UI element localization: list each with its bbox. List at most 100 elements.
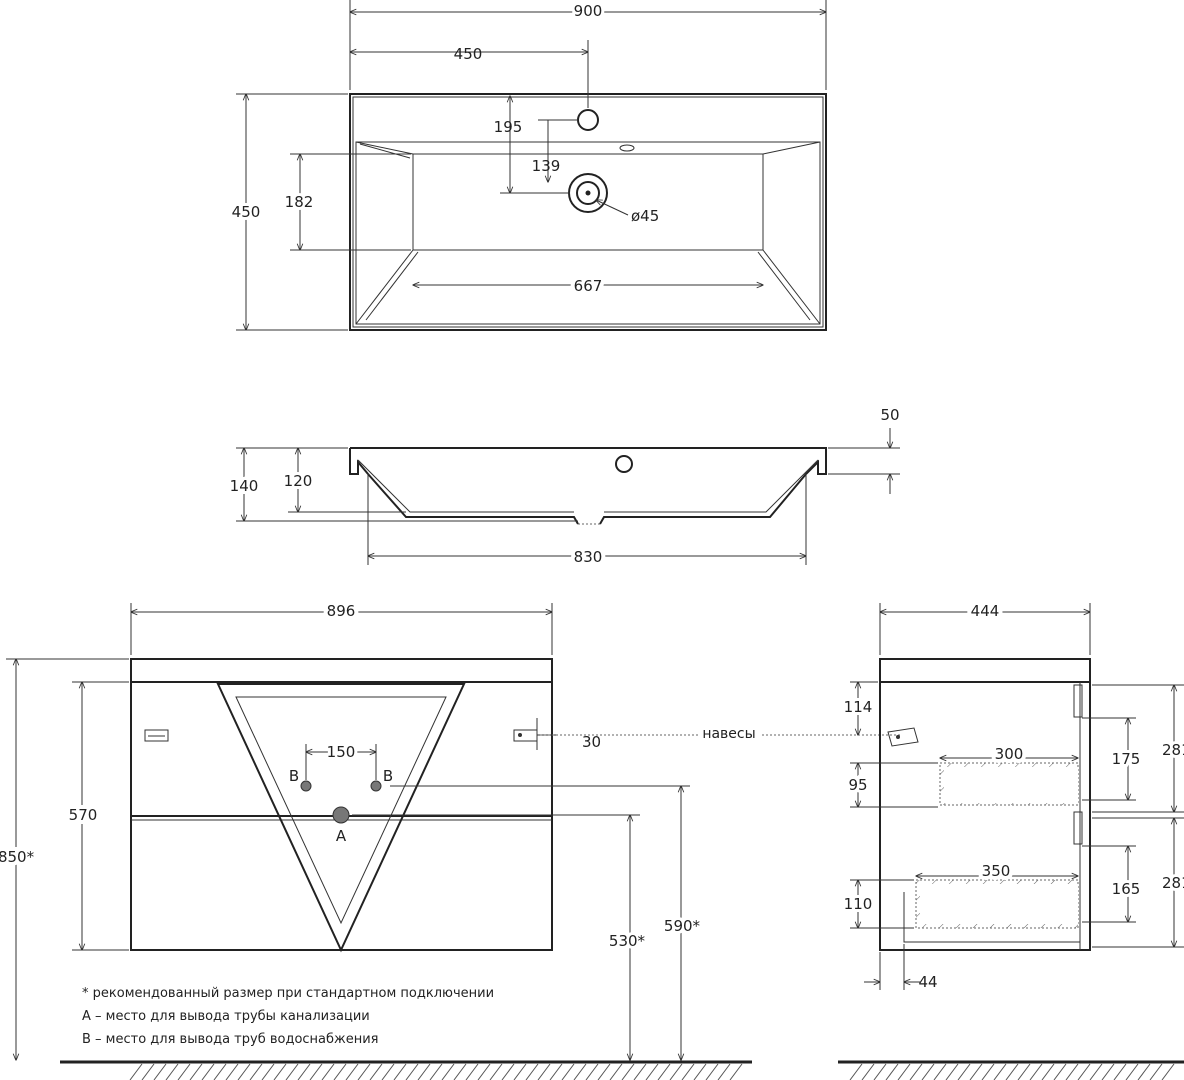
tap-hole bbox=[577, 109, 599, 131]
floor-hatch-line bbox=[249, 1063, 263, 1080]
dim-side-depth: 444 bbox=[971, 602, 1000, 620]
floor-hatch-line bbox=[681, 1063, 695, 1080]
water-outlet-left bbox=[300, 780, 312, 792]
floor-hatch-line bbox=[513, 1063, 527, 1080]
floor-hatch-line bbox=[453, 1063, 467, 1080]
front-v-cutout bbox=[216, 683, 466, 953]
dim-front-height-top: 281 bbox=[1162, 741, 1184, 759]
floor-hatch-line bbox=[549, 1063, 563, 1080]
floor-line-right bbox=[838, 1060, 1184, 1080]
floor-hatch-line bbox=[1053, 1063, 1067, 1080]
floor-hatch-line bbox=[849, 1063, 863, 1080]
drain-hole bbox=[568, 173, 629, 216]
dim-top-offset: 114 bbox=[844, 698, 873, 716]
floor-hatch-line bbox=[465, 1063, 479, 1080]
floor-hatch-line bbox=[261, 1063, 275, 1080]
floor-hatch-line bbox=[585, 1063, 599, 1080]
floor-hatch-line bbox=[129, 1063, 143, 1080]
floor-hatch-line bbox=[1161, 1063, 1175, 1080]
front-countertop bbox=[130, 658, 553, 683]
side-view: 444 114 300 95 175 281 350 110 165 281 4… bbox=[841, 598, 1184, 991]
front-view: 896 570 850* 30 150 B B A 530* 590* bbox=[0, 598, 704, 1060]
floor-hatch-line bbox=[885, 1063, 899, 1080]
floor-hatch-line bbox=[1029, 1063, 1043, 1080]
notes: * рекомендованный размер при стандартном… bbox=[82, 986, 494, 1047]
label-water-left: B bbox=[289, 767, 299, 785]
floor-hatch-line bbox=[201, 1063, 215, 1080]
floor-hatch-line bbox=[501, 1063, 515, 1080]
floor-hatch-line bbox=[273, 1063, 287, 1080]
dim-drawer1-front: 175 bbox=[1112, 750, 1141, 768]
dim-hanger-offset: 30 bbox=[582, 733, 601, 751]
overflow-slot bbox=[619, 144, 635, 152]
floor-hatch-line bbox=[897, 1063, 911, 1080]
label-water-right: B bbox=[383, 767, 393, 785]
floor-hatch-line bbox=[597, 1063, 611, 1080]
side-hanger bbox=[887, 727, 919, 747]
dim-front-width: 896 bbox=[327, 602, 356, 620]
floor-hatch-line bbox=[981, 1063, 995, 1080]
side-countertop bbox=[879, 658, 1091, 683]
floor-hatch-line bbox=[1041, 1063, 1055, 1080]
note-recommended: * рекомендованный размер при стандартном… bbox=[82, 986, 494, 1001]
floor-hatch-line bbox=[669, 1063, 683, 1080]
floor-hatch-line bbox=[213, 1063, 227, 1080]
floor-hatch-line bbox=[921, 1063, 935, 1080]
dim-total-height: 140 bbox=[230, 477, 259, 495]
drain-outlet bbox=[332, 806, 350, 824]
dim-drain-height: 530* bbox=[609, 932, 646, 950]
dim-bowl-bottom-width: 830 bbox=[574, 548, 603, 566]
floor-hatch-line bbox=[393, 1063, 407, 1080]
floor-hatch-line bbox=[165, 1063, 179, 1080]
floor-hatch-line bbox=[717, 1063, 731, 1080]
dim-top-half-width: 450 bbox=[454, 45, 483, 63]
section-overflow-hole bbox=[615, 455, 633, 473]
floor-line-left bbox=[60, 1060, 752, 1080]
floor-hatch-line bbox=[1017, 1063, 1031, 1080]
front-hanger-right bbox=[513, 729, 538, 742]
floor-hatch-line bbox=[537, 1063, 551, 1080]
dim-drain-offset: 139 bbox=[532, 157, 561, 175]
floor-hatch-line bbox=[729, 1063, 743, 1080]
floor-hatch-line bbox=[297, 1063, 311, 1080]
dim-drawer2-width: 350 bbox=[982, 862, 1011, 880]
floor-hatch-line bbox=[321, 1063, 335, 1080]
floor-hatch-line bbox=[933, 1063, 947, 1080]
floor-hatch-line bbox=[225, 1063, 239, 1080]
floor-hatch-line bbox=[489, 1063, 503, 1080]
floor-hatch-line bbox=[969, 1063, 983, 1080]
floor-hatch-line bbox=[153, 1063, 167, 1080]
label-drain: A bbox=[336, 827, 347, 845]
dim-top-depth: 450 bbox=[232, 203, 261, 221]
floor-hatch-line bbox=[693, 1063, 707, 1080]
floor-hatch-line bbox=[285, 1063, 299, 1080]
floor-hatch-line bbox=[345, 1063, 359, 1080]
floor-hatch-line bbox=[405, 1063, 419, 1080]
floor-hatch-line bbox=[633, 1063, 647, 1080]
floor-hatch-line bbox=[957, 1063, 971, 1080]
dim-drain-diameter: ø45 bbox=[631, 207, 659, 225]
dim-drawer1-width: 300 bbox=[995, 745, 1024, 763]
dim-top-width: 900 bbox=[574, 2, 603, 20]
floor-hatch-line bbox=[1125, 1063, 1139, 1080]
dim-bowl-width: 667 bbox=[574, 277, 603, 295]
floor-hatch-line bbox=[1065, 1063, 1079, 1080]
dim-rim-height: 50 bbox=[880, 406, 899, 424]
dim-water-height: 590* bbox=[664, 917, 701, 935]
floor-hatch-line bbox=[429, 1063, 443, 1080]
side-cabinet bbox=[879, 681, 1091, 951]
floor-hatch-line bbox=[645, 1063, 659, 1080]
floor-hatch-line bbox=[705, 1063, 719, 1080]
floor-hatch-line bbox=[1137, 1063, 1151, 1080]
floor-hatch-line bbox=[945, 1063, 959, 1080]
floor-hatch-line bbox=[369, 1063, 383, 1080]
dim-cabinet-height: 570 bbox=[69, 806, 98, 824]
front-hanger-left bbox=[144, 729, 169, 742]
floor-hatch-line bbox=[477, 1063, 491, 1080]
floor-hatch-line bbox=[333, 1063, 347, 1080]
floor-hatch-line bbox=[189, 1063, 203, 1080]
floor-hatch-line bbox=[861, 1063, 875, 1080]
floor-hatch-line bbox=[177, 1063, 191, 1080]
label-hangers: навесы bbox=[702, 726, 755, 742]
dim-drawer2-front: 165 bbox=[1112, 880, 1141, 898]
